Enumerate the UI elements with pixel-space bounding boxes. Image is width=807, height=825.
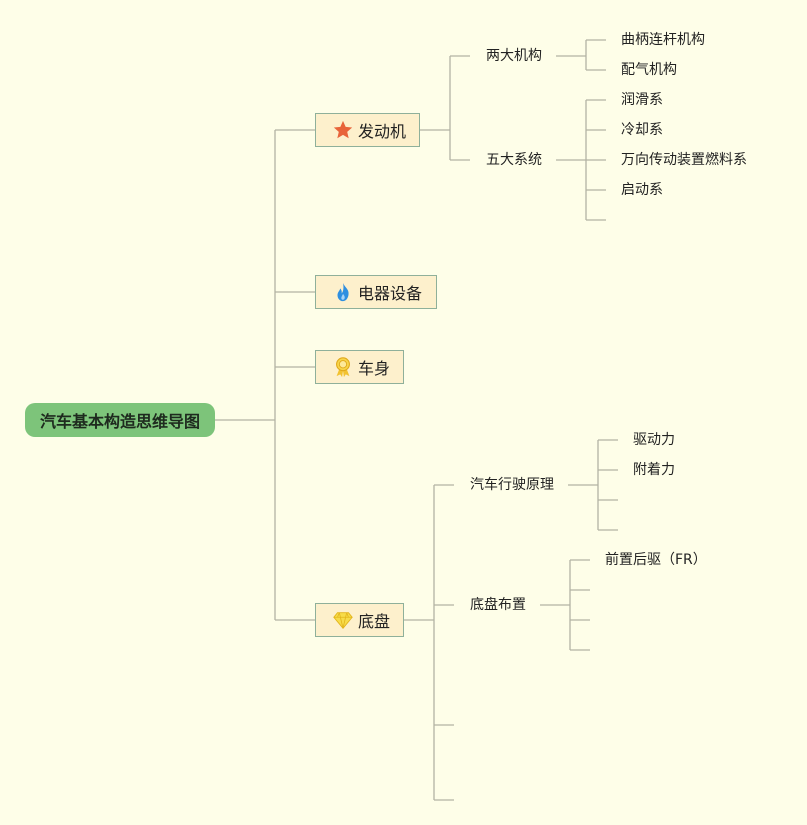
- branch-chassis-label: 底盘: [358, 612, 391, 631]
- branch-engine[interactable]: 发动机: [315, 113, 420, 147]
- subtopic-five-systems[interactable]: 五大系统: [486, 152, 542, 168]
- branch-body[interactable]: 车身: [315, 350, 404, 384]
- subtopic-chassis-layout[interactable]: 底盘布置: [470, 597, 526, 613]
- medal-icon: [332, 356, 354, 378]
- leaf-front-engine-rear-drive[interactable]: 前置后驱（FR）: [605, 552, 707, 568]
- branch-chassis[interactable]: 底盘: [315, 603, 404, 637]
- branch-electrical[interactable]: 电器设备: [315, 275, 437, 309]
- leaf-starting-system[interactable]: 启动系: [621, 182, 663, 198]
- subtopic-driving-principle[interactable]: 汽车行驶原理: [470, 477, 554, 493]
- subtopic-two-mechanisms[interactable]: 两大机构: [486, 48, 542, 64]
- leaf-cooling-system[interactable]: 冷却系: [621, 122, 663, 138]
- leaf-adhesion-force[interactable]: 附着力: [633, 462, 675, 478]
- branch-body-label: 车身: [358, 359, 391, 378]
- root-topic-label: 汽车基本构造思维导图: [39, 412, 200, 431]
- star-icon: [332, 119, 354, 141]
- leaf-lubrication-system[interactable]: 润滑系: [621, 92, 663, 108]
- diamond-icon: [332, 609, 354, 631]
- leaf-driving-force[interactable]: 驱动力: [633, 432, 675, 448]
- leaf-valve-mechanism[interactable]: 配气机构: [621, 62, 677, 78]
- flame-icon: [332, 281, 354, 303]
- leaf-crank-mechanism[interactable]: 曲柄连杆机构: [621, 32, 705, 48]
- branch-engine-label: 发动机: [358, 122, 407, 141]
- leaf-fuel-system[interactable]: 万向传动装置燃料系: [621, 152, 747, 168]
- root-topic[interactable]: 汽车基本构造思维导图: [25, 403, 215, 437]
- branch-electrical-label: 电器设备: [358, 284, 423, 303]
